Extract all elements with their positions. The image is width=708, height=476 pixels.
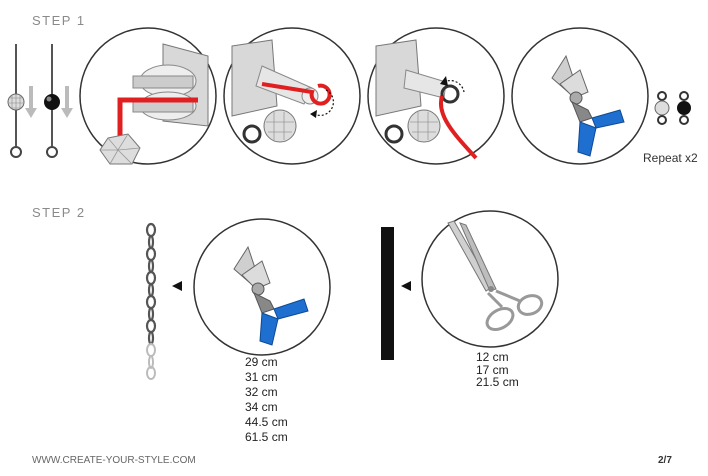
page-number: 2/7 [658, 455, 672, 466]
cord-lengths-list: 12 cm 17 cm 21.5 cm [476, 351, 519, 389]
repeat-label: Repeat x2 [643, 151, 698, 165]
step-1-wrap-circle [223, 27, 361, 165]
chain-lengths-list: 29 cm 31 cm 32 cm 34 cm 44.5 cm 61.5 cm [245, 355, 288, 445]
chain-length: 61.5 cm [245, 430, 288, 444]
rotate-arrow-icon [313, 89, 335, 117]
crystal-bead-icon [263, 109, 297, 143]
chain-length: 31 cm [245, 370, 278, 384]
red-wire [261, 82, 332, 106]
cord-length: 17 cm [476, 362, 509, 377]
arrow-left-icon [401, 281, 411, 291]
chain-length: 29 cm [245, 355, 278, 369]
linked-beads-illustration [654, 91, 691, 125]
chain-icon [145, 222, 157, 380]
wire-cutter-icon [551, 54, 625, 157]
step-2-title: STEP 2 [32, 205, 86, 220]
arrow-down-icon [61, 86, 73, 118]
red-wire [438, 95, 478, 160]
cord-length: 21.5 cm [476, 375, 519, 389]
red-wire [117, 97, 198, 146]
crystal-bead-icon [99, 133, 141, 165]
crystal-bead-icon [654, 91, 670, 125]
crystal-bead-icon [407, 109, 441, 143]
cord-length: 12 cm [476, 350, 509, 364]
step-1-bend-circle [79, 27, 217, 165]
loop-ring [384, 124, 404, 144]
black-cord [381, 227, 394, 360]
step-2-cut-cord-circle [421, 210, 559, 348]
black-bead-icon [44, 94, 60, 110]
chain-length: 44.5 cm [245, 415, 288, 429]
wire-cutter-icon [233, 245, 309, 346]
eye-pins-illustration [7, 44, 73, 158]
step-1-cut-circle [511, 27, 649, 165]
loop-ring [242, 124, 262, 144]
chain-length: 32 cm [245, 385, 278, 399]
step-1-title: STEP 1 [32, 13, 86, 28]
crystal-bead-icon [7, 93, 25, 111]
arrow-left-icon [172, 281, 182, 291]
round-nose-pliers-icon [375, 39, 447, 117]
footer-website: WWW.CREATE-YOUR-STYLE.COM [32, 455, 196, 466]
arrow-down-icon [25, 86, 37, 118]
step-1-close-circle [367, 27, 505, 165]
step-2-cut-chain-circle [193, 218, 331, 356]
black-bead-icon [677, 91, 691, 125]
scissors-icon [447, 220, 544, 331]
round-nose-pliers-icon [231, 39, 319, 117]
chain-length: 34 cm [245, 400, 278, 414]
rotate-arrow-icon [443, 79, 465, 93]
